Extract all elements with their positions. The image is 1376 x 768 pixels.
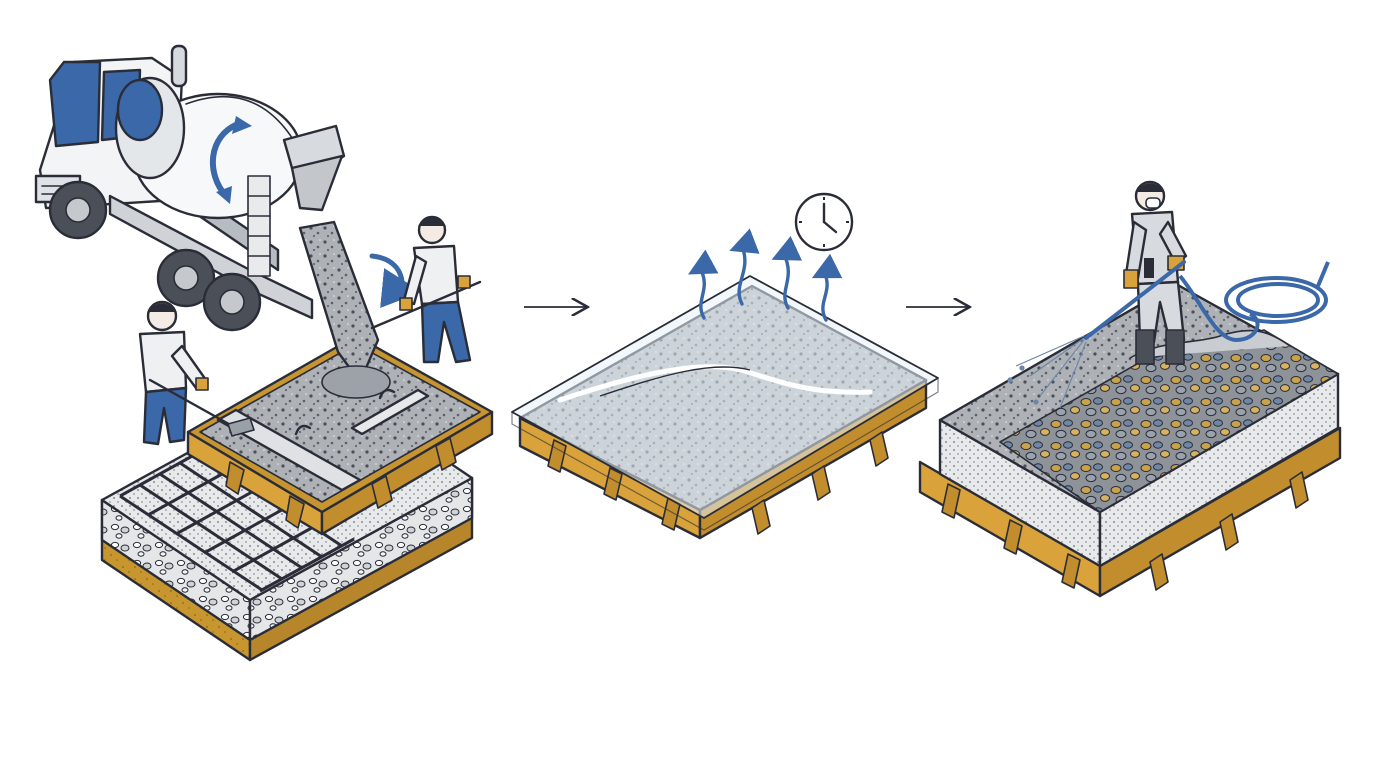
- clock-icon: [794, 192, 854, 252]
- step-pour: [34, 44, 494, 662]
- step-cure: [511, 192, 939, 540]
- hose: [1178, 261, 1330, 343]
- form-stakes: [941, 471, 1309, 591]
- pour-arrow-icon: [369, 253, 422, 308]
- rotation-arrow-icon: [209, 116, 252, 204]
- vapor-arrow-icon: [688, 228, 843, 322]
- formwork: [186, 334, 494, 536]
- step-wash: [918, 180, 1342, 598]
- worker-left: [138, 300, 255, 446]
- worker-right: [370, 215, 482, 364]
- concrete-stream: [298, 220, 391, 399]
- mixer-truck: [34, 44, 346, 332]
- spray-water: [1007, 335, 1087, 409]
- rebar-grid: [119, 442, 355, 593]
- form-stakes: [547, 431, 889, 535]
- plastic-sheet: [511, 275, 939, 531]
- worker-washer: [1084, 180, 1188, 365]
